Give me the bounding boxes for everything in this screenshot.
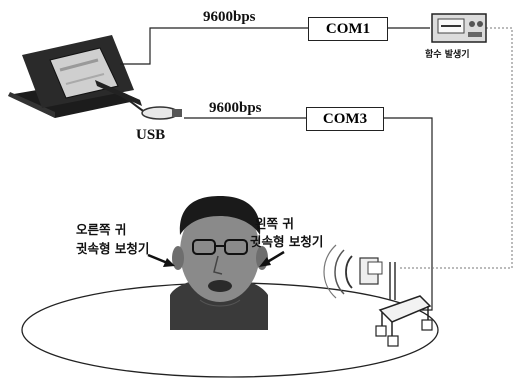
- top-serial-line: [120, 27, 430, 65]
- laptop-icon: [8, 35, 142, 118]
- left-ear-label-line2: 귓속형 보청기: [250, 234, 324, 249]
- com1-port-box: COM1: [308, 17, 388, 41]
- turntable-stand-icon: [375, 295, 433, 347]
- right-ear-label-line1: 오른쪽 귀: [76, 222, 127, 237]
- speaker-icon: [323, 244, 396, 300]
- bottom-baud-rate-label: 9600bps: [209, 100, 262, 116]
- right-ear-arrow: [147, 253, 175, 267]
- left-ear-label-line1: 왼쪽 귀: [255, 216, 294, 231]
- bottom-serial-line: [184, 117, 433, 311]
- usb-adapter-icon: [121, 95, 182, 120]
- person-head-icon: [170, 196, 268, 330]
- com3-port-box: COM3: [306, 107, 384, 131]
- generator-to-speaker-line: [398, 27, 513, 269]
- top-baud-rate-label: 9600bps: [203, 9, 256, 25]
- function-generator-label: 함수 발생기: [425, 50, 470, 60]
- function-generator-icon: [431, 13, 487, 43]
- left-ear-arrow: [259, 250, 285, 267]
- usb-label: USB: [136, 127, 166, 143]
- right-ear-label-line2: 귓속형 보청기: [76, 241, 150, 256]
